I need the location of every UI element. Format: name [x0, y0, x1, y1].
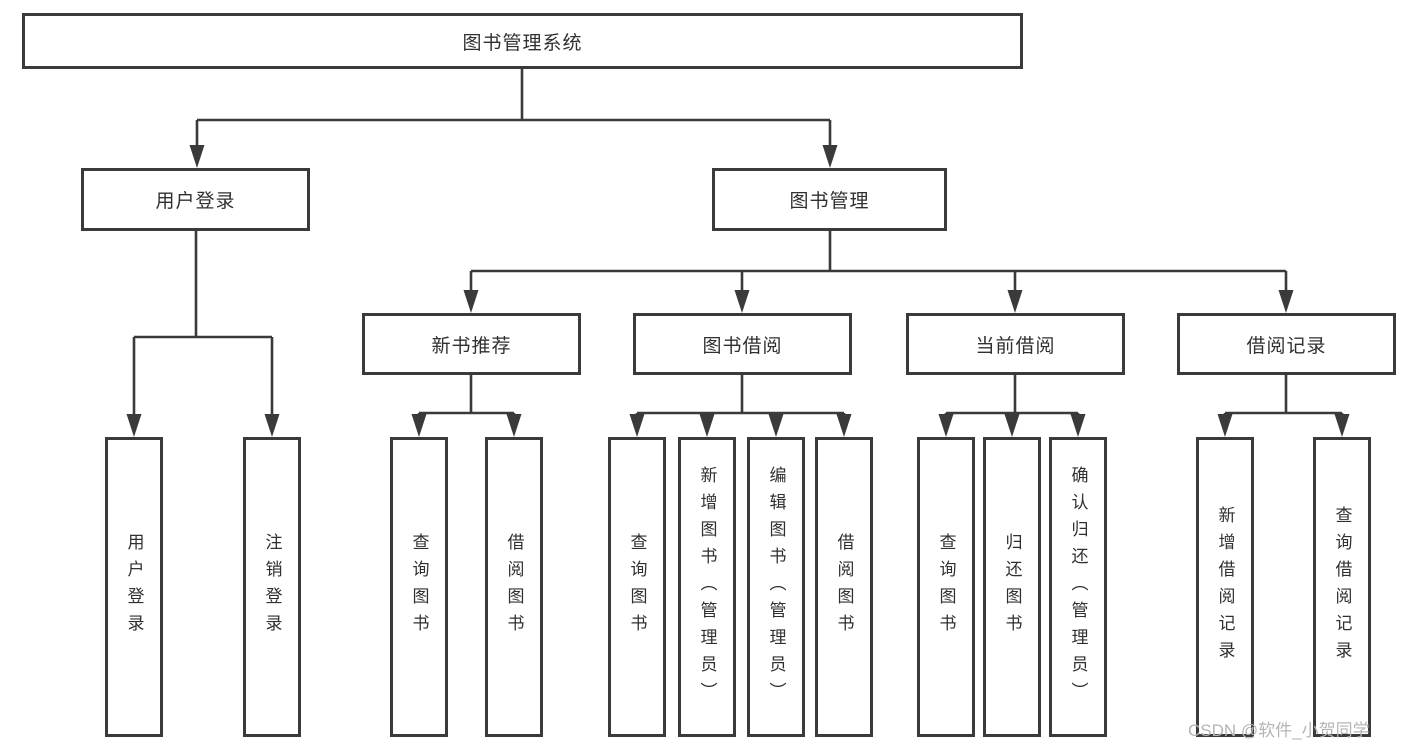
- node-root: 图书管理系统: [22, 13, 1023, 69]
- leaf-query-books-recommend: 查询图书: [390, 437, 448, 737]
- leaf-borrow-books-recommend-label: 借阅图书: [504, 533, 524, 641]
- node-user-login: 用户登录: [81, 168, 310, 231]
- leaf-query-books-recommend-label: 查询图书: [409, 533, 429, 641]
- leaf-query-borrow-record-label: 查询借阅记录: [1332, 506, 1352, 668]
- leaf-query-books-current-label: 查询图书: [936, 533, 956, 641]
- leaf-edit-book-admin-label: 编辑图书（管理员）: [766, 465, 786, 709]
- node-book-management-label: 图书管理: [789, 191, 870, 212]
- leaf-query-books-borrowing-label: 查询图书: [627, 533, 647, 641]
- leaf-logout: 注销登录: [243, 437, 301, 737]
- node-new-book-recommend-label: 新书推荐: [431, 335, 512, 357]
- node-book-management: 图书管理: [712, 168, 947, 231]
- node-current-borrowing: 当前借阅: [906, 313, 1125, 375]
- leaf-query-books-borrowing: 查询图书: [608, 437, 666, 737]
- node-root-label: 图书管理系统: [462, 32, 583, 54]
- node-current-borrowing-label: 当前借阅: [975, 335, 1056, 357]
- leaf-edit-book-admin: 编辑图书（管理员）: [747, 437, 805, 737]
- leaf-query-borrow-record: 查询借阅记录: [1313, 437, 1371, 737]
- leaf-borrow-books-borrowing: 借阅图书: [815, 437, 873, 737]
- leaf-logout-label: 注销登录: [262, 533, 282, 641]
- leaf-user-login: 用户登录: [105, 437, 163, 737]
- leaf-add-borrow-record-label: 新增借阅记录: [1215, 506, 1235, 668]
- leaf-return-book: 归还图书: [983, 437, 1041, 737]
- node-borrowing-records: 借阅记录: [1177, 313, 1396, 375]
- leaf-borrow-books-recommend: 借阅图书: [485, 437, 543, 737]
- leaf-query-books-current: 查询图书: [917, 437, 975, 737]
- leaf-add-book-admin-label: 新增图书（管理员）: [697, 465, 717, 709]
- leaf-confirm-return-admin-label: 确认归还（管理员）: [1068, 465, 1088, 709]
- leaf-add-book-admin: 新增图书（管理员）: [678, 437, 736, 737]
- leaf-user-login-label: 用户登录: [124, 533, 144, 641]
- watermark: CSDN @软件_小贺同学: [1188, 721, 1370, 740]
- node-borrowing-records-label: 借阅记录: [1246, 335, 1327, 357]
- leaf-return-book-label: 归还图书: [1002, 533, 1022, 641]
- leaf-confirm-return-admin: 确认归还（管理员）: [1049, 437, 1107, 737]
- node-book-borrowing: 图书借阅: [633, 313, 852, 375]
- node-new-book-recommend: 新书推荐: [362, 313, 581, 375]
- leaf-borrow-books-borrowing-label: 借阅图书: [834, 533, 854, 641]
- node-user-login-label: 用户登录: [155, 191, 236, 212]
- leaf-add-borrow-record: 新增借阅记录: [1196, 437, 1254, 737]
- node-book-borrowing-label: 图书借阅: [702, 335, 783, 357]
